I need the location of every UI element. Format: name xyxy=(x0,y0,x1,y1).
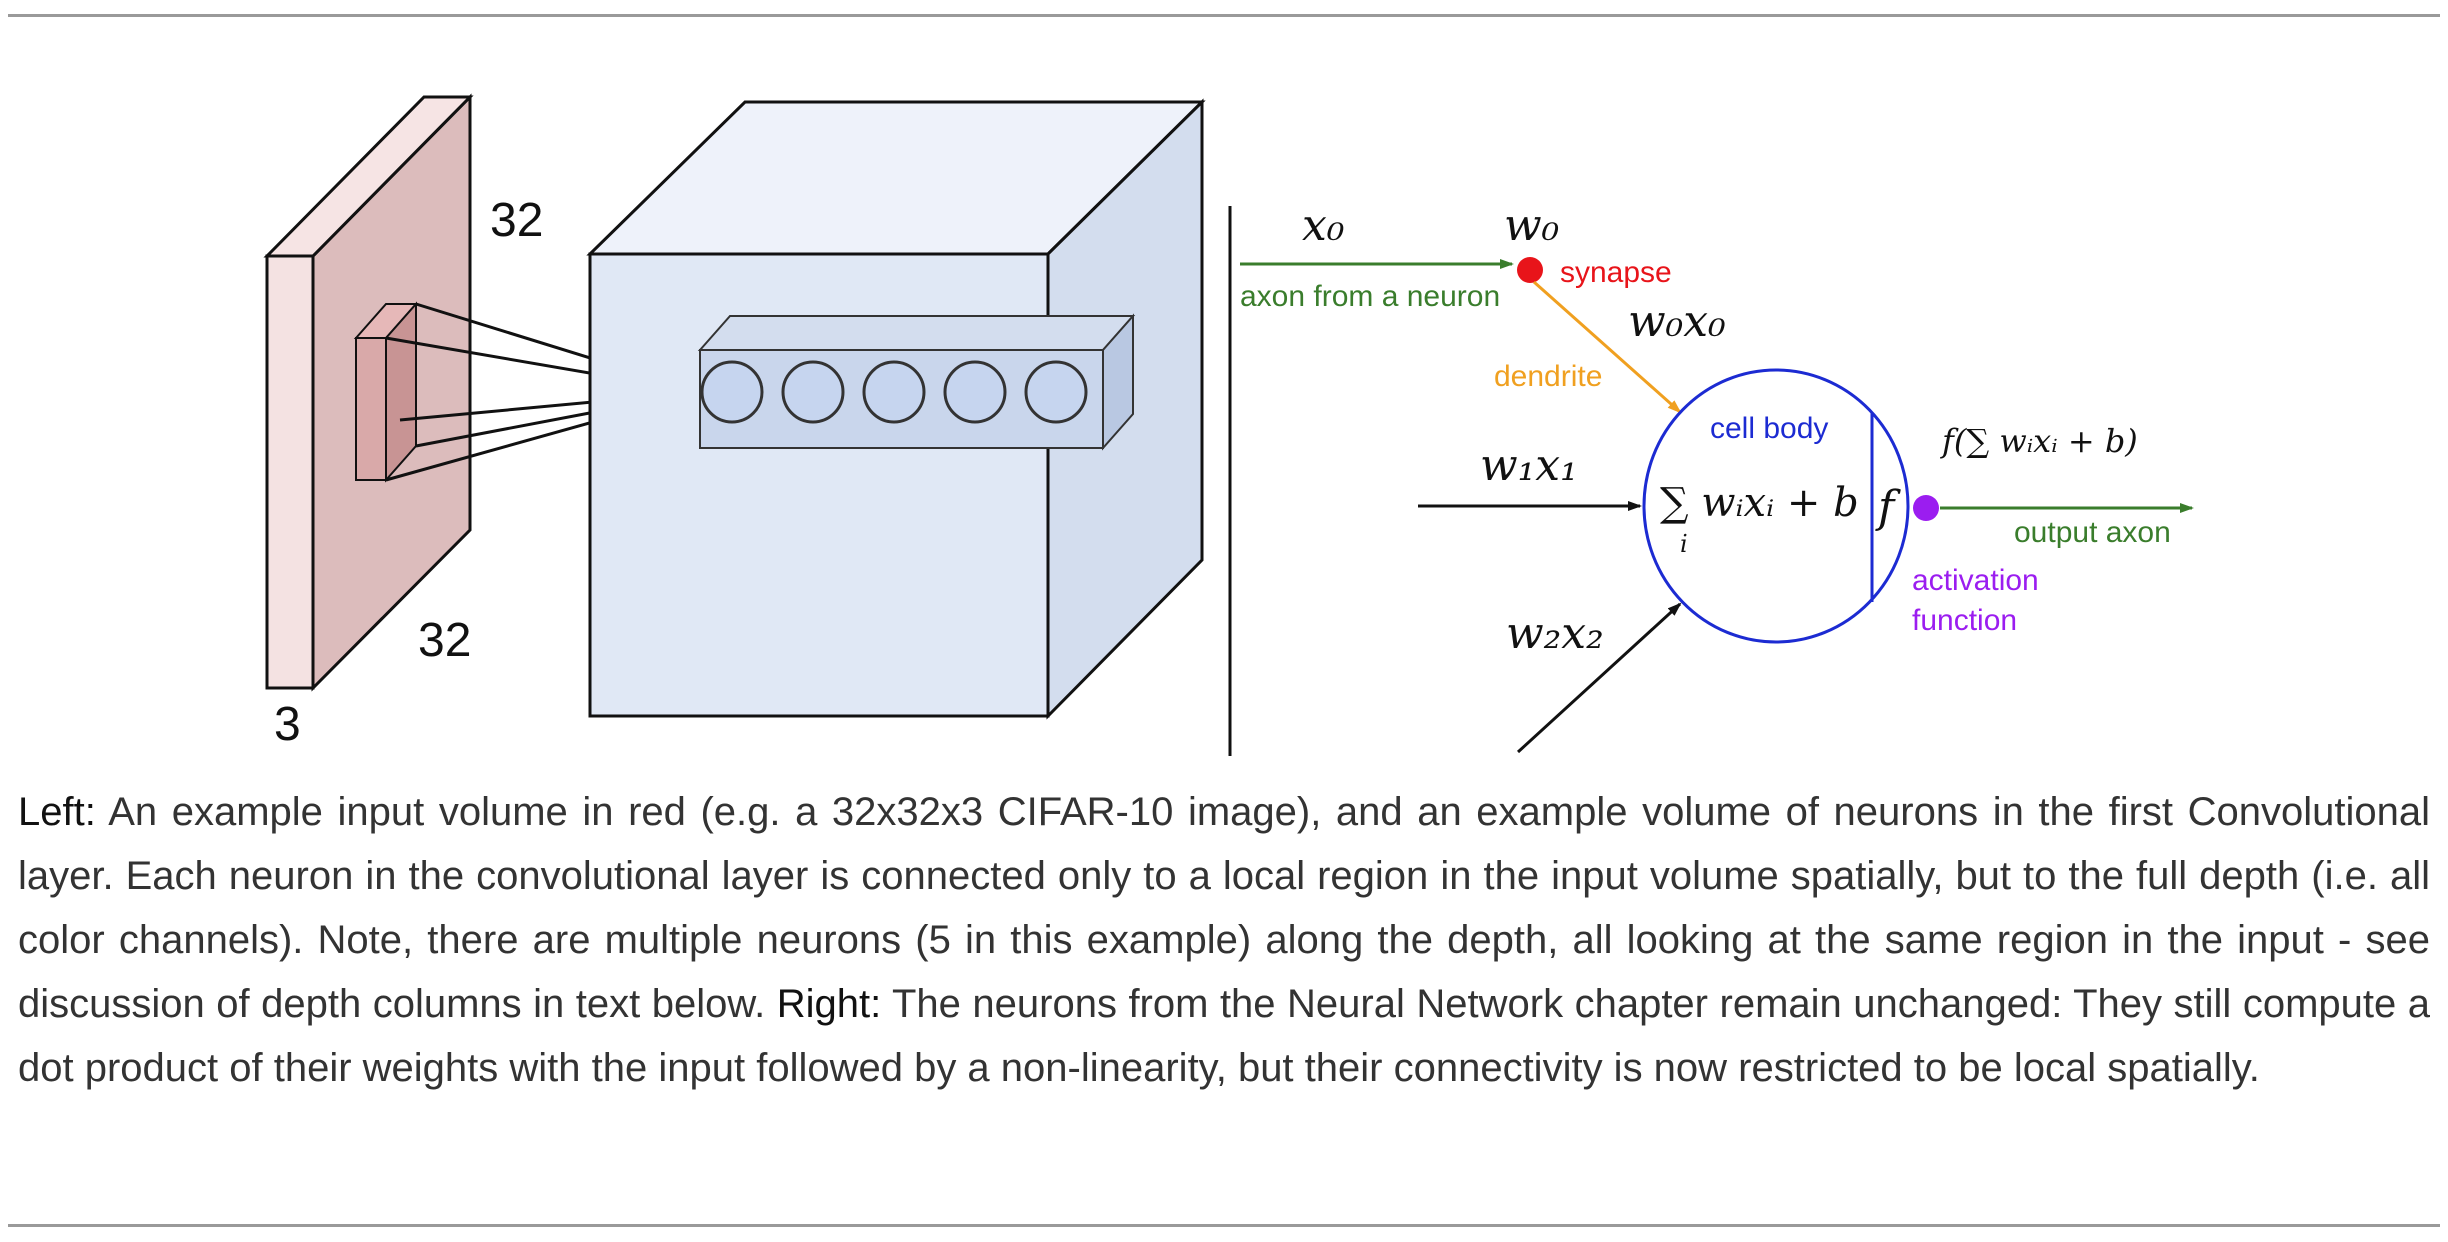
activation-label-line2: function xyxy=(1912,604,2017,637)
figure-caption: Left: An example input volume in red (e.… xyxy=(18,780,2430,1100)
activation-label-line1: activation xyxy=(1912,564,2039,597)
dendrite-label: dendrite xyxy=(1494,360,1602,393)
label-w0x0: w₀x₀ xyxy=(1628,296,1726,347)
sum-expression: ∑ wᵢxᵢ + b xyxy=(1660,480,1859,526)
input-line-2 xyxy=(1516,602,1682,754)
label-w2x2: w₂x₂ xyxy=(1506,608,1604,659)
activation-dot xyxy=(1913,495,1939,521)
figure: 32 32 3 x₀ w₀ axon from a neuron synapse… xyxy=(263,93,2194,756)
axon-label: axon from a neuron xyxy=(1240,280,1500,313)
caption-left-text: An example input volume in red (e.g. a 3… xyxy=(18,790,2430,1026)
output-axon-label: output axon xyxy=(2014,516,2171,549)
bottom-divider xyxy=(8,1224,2440,1227)
output-expression: f(∑ wᵢxᵢ + b) xyxy=(1940,422,2138,460)
receptive-field xyxy=(353,301,419,483)
dim-label-width: 32 xyxy=(418,614,471,667)
neuron-circle xyxy=(943,360,1007,424)
caption-right-text: The neurons from the Neural Network chap… xyxy=(18,982,2430,1090)
input-volume-front xyxy=(265,254,315,690)
input-volume-top-face xyxy=(263,95,474,258)
top-divider xyxy=(8,14,2440,17)
neuron-circle xyxy=(1024,360,1088,424)
synapse-dot xyxy=(1517,257,1543,283)
cell-body-label: cell body xyxy=(1710,412,1828,445)
dendrite-line xyxy=(1533,280,1682,414)
neuron-circle xyxy=(862,360,926,424)
neuron-circles xyxy=(700,360,1088,424)
synapse-label: synapse xyxy=(1560,256,1672,289)
dim-label-height: 32 xyxy=(490,194,543,247)
sum-index: i xyxy=(1680,530,1688,558)
dim-label-depth: 3 xyxy=(274,698,301,751)
neuron-circle xyxy=(700,360,764,424)
f-symbol: f xyxy=(1875,482,1901,533)
neuron-circle xyxy=(781,360,845,424)
caption-right-label: Right: xyxy=(776,982,882,1026)
label-w1x1: w₁x₁ xyxy=(1480,440,1578,491)
cell-body-circle xyxy=(1642,368,1910,644)
caption-left-label: Left: xyxy=(18,790,96,834)
label-w0: w₀ xyxy=(1504,200,1560,251)
label-x0: x₀ xyxy=(1302,200,1345,251)
